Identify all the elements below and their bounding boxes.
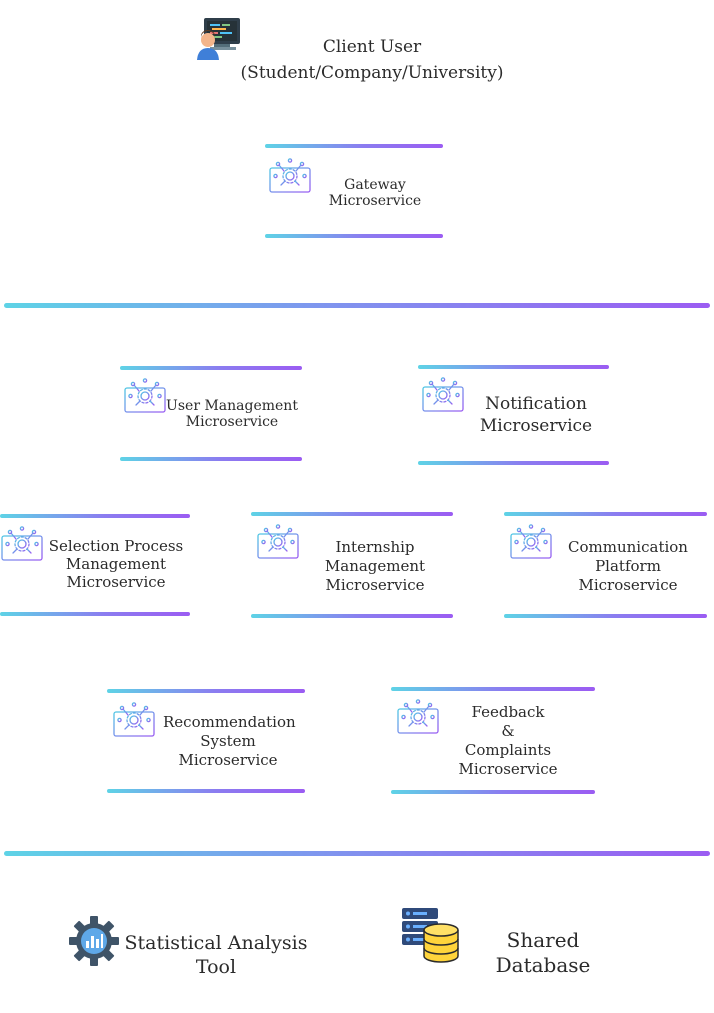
microservice-monitor-icon [396,697,440,741]
recommendation-system-microservice-box: Recommendation System Microservice [107,689,305,793]
box-bottom-border [251,614,453,618]
user-management-label: User Management Microservice [166,398,298,431]
internship-management-label: Internship Management Microservice [324,538,426,594]
box-bottom-border [120,457,302,461]
microservice-monitor-icon [421,375,465,419]
box-top-border [251,512,453,516]
services-container-top-border [4,303,710,308]
communication-platform-microservice-box: Communication Platform Microservice [504,512,707,618]
selection-process-label: Selection Process Management Microservic… [48,537,184,591]
microservice-monitor-icon [256,522,300,566]
internship-management-microservice-box: Internship Management Microservice [251,512,453,618]
box-top-border [504,512,707,516]
user-management-microservice-box: User Management Microservice [120,366,302,461]
gateway-label: Gateway Microservice [328,177,422,210]
box-bottom-border [107,789,305,793]
client-user-label: Client User (Student/Company/University) [232,34,512,86]
communication-platform-label: Communication Platform Microservice [568,538,688,594]
gateway-microservice-box: Gateway Microservice [265,144,443,238]
box-top-border [418,365,609,369]
box-top-border [120,366,302,370]
gear-chart-icon [68,915,120,967]
box-bottom-border [0,612,190,616]
box-bottom-border [391,790,595,794]
microservice-monitor-icon [268,156,312,200]
microservice-monitor-icon [123,376,167,420]
box-top-border [391,687,595,691]
box-bottom-border [265,234,443,238]
box-bottom-border [418,461,609,465]
developer-at-computer-icon [196,16,242,60]
microservice-monitor-icon [509,522,553,566]
notification-label: Notification Microservice [479,394,593,436]
statistical-analysis-label: Statistical Analysis Tool [124,932,308,978]
box-top-border [265,144,443,148]
notification-microservice-box: Notification Microservice [418,365,609,465]
box-top-border [107,689,305,693]
microservice-monitor-icon [0,524,44,568]
box-top-border [0,514,190,518]
shared-database-label: Shared Database [495,928,591,977]
database-server-icon [400,906,460,964]
selection-process-microservice-box: Selection Process Management Microservic… [0,514,190,616]
feedback-complaints-label: Feedback & Complaints Microservice [458,703,558,778]
box-bottom-border [504,614,707,618]
client-title: Client User [322,37,422,57]
recommendation-system-label: Recommendation System Microservice [163,713,296,769]
client-roles: (Student/Company/University) [240,63,504,83]
microservice-monitor-icon [112,700,156,744]
feedback-complaints-microservice-box: Feedback & Complaints Microservice [391,687,595,794]
services-container-bottom-border [4,851,710,856]
